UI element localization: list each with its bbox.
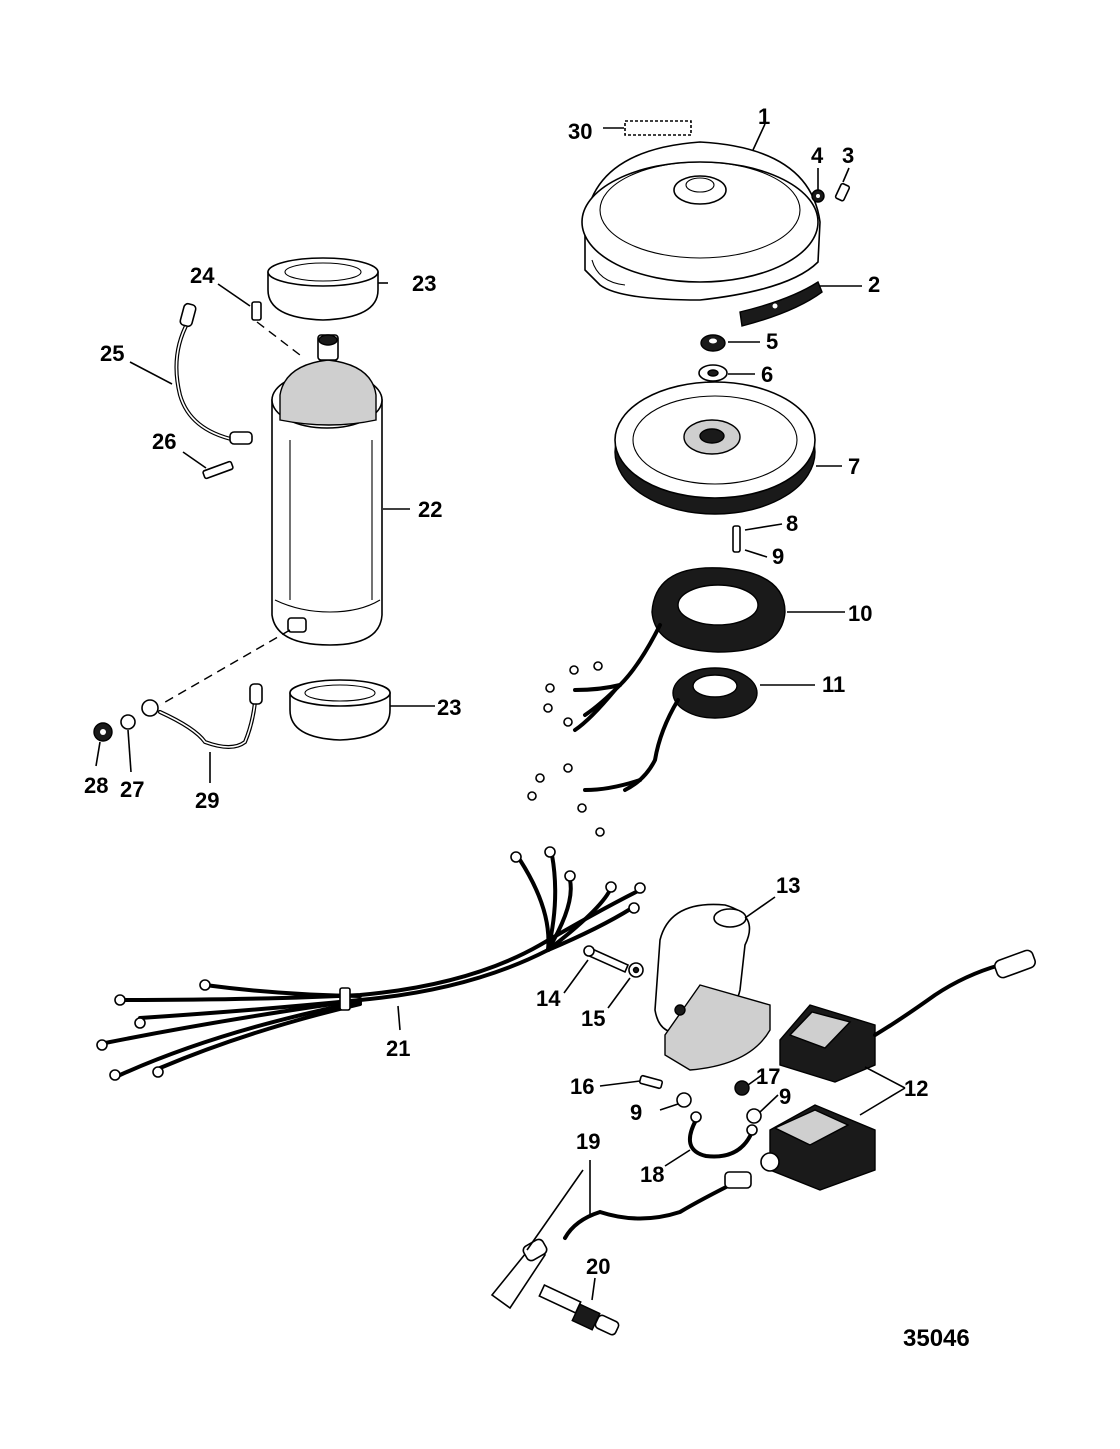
callout-labels: 30 1 4 3 2 5 6 7 8 9 10 11 23 24 25 26 2… bbox=[84, 104, 928, 1279]
callout-4: 4 bbox=[811, 143, 824, 168]
callout-30: 30 bbox=[568, 119, 592, 144]
callout-23-lower: 23 bbox=[437, 695, 461, 720]
bolt-14 bbox=[583, 945, 630, 974]
callout-20: 20 bbox=[586, 1254, 610, 1279]
callout-11: 11 bbox=[822, 672, 845, 697]
washer-9-right bbox=[746, 1108, 762, 1124]
assembly-line bbox=[159, 629, 291, 706]
callout-12: 12 bbox=[904, 1076, 928, 1101]
screw-24 bbox=[251, 301, 262, 321]
callout-25: 25 bbox=[100, 341, 124, 366]
callout-15: 15 bbox=[581, 1006, 605, 1031]
stator bbox=[573, 567, 786, 732]
callout-2: 2 bbox=[868, 272, 880, 297]
callout-26: 26 bbox=[152, 429, 176, 454]
flywheel-cover bbox=[581, 141, 821, 301]
nut-17 bbox=[734, 1080, 750, 1096]
callout-10: 10 bbox=[848, 601, 872, 626]
callout-27: 27 bbox=[120, 777, 144, 802]
callout-6: 6 bbox=[761, 362, 773, 387]
leader-lines bbox=[95, 123, 906, 1301]
callout-13: 13 bbox=[776, 873, 800, 898]
callout-1: 1 bbox=[758, 104, 770, 129]
callout-9-left: 9 bbox=[630, 1100, 642, 1125]
callout-22: 22 bbox=[418, 497, 442, 522]
figure-number: 35046 bbox=[903, 1325, 970, 1352]
cover-bracket bbox=[739, 280, 823, 327]
callout-9-right: 9 bbox=[779, 1084, 791, 1109]
cable-25 bbox=[174, 302, 253, 445]
spark-plug-boot bbox=[490, 1238, 548, 1310]
callout-18: 18 bbox=[640, 1162, 664, 1187]
callout-8: 8 bbox=[786, 511, 798, 536]
wiring-harness bbox=[103, 853, 642, 1077]
callout-5: 5 bbox=[766, 329, 778, 354]
washer-15 bbox=[628, 962, 644, 978]
screw-16 bbox=[638, 1074, 664, 1090]
washer-6 bbox=[698, 364, 728, 382]
assembly-line bbox=[256, 321, 301, 356]
trigger bbox=[583, 667, 758, 792]
callout-17: 17 bbox=[756, 1064, 780, 1089]
callout-23-upper: 23 bbox=[412, 271, 436, 296]
stator-wire-terminals bbox=[543, 661, 603, 727]
screw-3 bbox=[834, 182, 851, 202]
screw-26 bbox=[202, 460, 234, 480]
callout-24: 24 bbox=[190, 263, 215, 288]
callout-28: 28 bbox=[84, 773, 108, 798]
ground-lead-18 bbox=[687, 1111, 758, 1159]
callout-9-stator: 9 bbox=[772, 544, 784, 569]
washer-9-left bbox=[676, 1092, 692, 1108]
starter-motor bbox=[271, 334, 383, 646]
starter-ring-lower bbox=[289, 679, 391, 741]
pin-8 bbox=[732, 525, 741, 553]
callout-14: 14 bbox=[536, 986, 561, 1011]
callout-21: 21 bbox=[386, 1036, 410, 1061]
flywheel bbox=[614, 381, 816, 515]
callout-3: 3 bbox=[842, 143, 854, 168]
harness-terminals bbox=[96, 846, 646, 1081]
bracket-13 bbox=[654, 903, 771, 1071]
nut-28 bbox=[93, 722, 113, 742]
lockwasher-27 bbox=[120, 714, 136, 730]
spark-plug bbox=[538, 1284, 620, 1336]
coil-lower bbox=[563, 1104, 876, 1240]
nut-5 bbox=[700, 334, 726, 352]
washer-4 bbox=[811, 189, 825, 203]
trigger-wire-terminals bbox=[527, 763, 605, 837]
coil-upper bbox=[779, 949, 1036, 1083]
callout-16: 16 bbox=[570, 1074, 594, 1099]
callout-19: 19 bbox=[576, 1129, 600, 1154]
decal-30 bbox=[624, 120, 692, 136]
callout-7: 7 bbox=[848, 454, 860, 479]
cable-29 bbox=[141, 683, 263, 749]
starter-ring-upper bbox=[267, 257, 379, 321]
callout-29: 29 bbox=[195, 788, 219, 813]
